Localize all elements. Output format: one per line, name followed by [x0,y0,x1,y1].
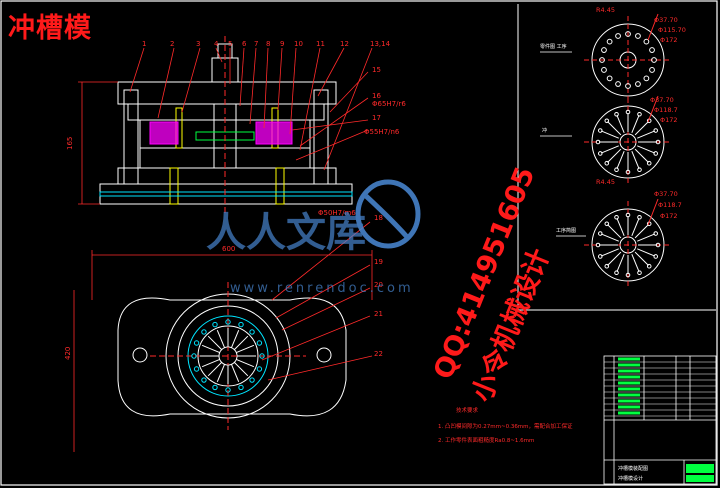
part-number: 3 [196,40,200,48]
tb-company: 冲槽模设计 [618,475,643,482]
part-number: 8 [266,40,270,48]
note-line: 1. 凸凹模间隙为0.27mm~0.36mm，需配合加工保证 [438,422,573,430]
detail-dim: Φ172 [660,36,678,44]
callout-15: 15 [372,66,381,74]
detail-dim: Φ37.70 [650,96,674,104]
detail-label-1: 零件图 工序 [540,43,567,50]
title-block [603,355,717,485]
part-number: 6 [242,40,247,48]
plan-leaders [261,221,373,381]
section-view [99,36,353,214]
fit-label-3: Φ50H7/m6 [318,209,356,217]
drawing-title: 冲槽模 [8,13,92,44]
tech-notes: 技术要求 1. 凸凹模间隙为0.27mm~0.36mm，需配合加工保证 2. 工… [438,406,573,444]
detail-dim: Φ115.70 [658,26,686,34]
detail-dim: R4.45 [596,178,615,186]
dim-width: 600 [222,245,235,253]
callout-20: 20 [374,281,383,289]
detail-dim: Φ172 [660,116,678,124]
detail-captions: 零件图 工序 冲 工序简图 [540,43,576,234]
callout-22: 22 [374,350,383,358]
part-number: 9 [280,40,284,48]
fit-label-1: Φ65H7/r6 [372,100,406,108]
watermark-logo: 人人文库 www.renrendoc.com [206,179,421,296]
part-number: 1 [142,40,146,48]
detail-dim: Φ118.7 [658,201,682,209]
callout-18: 18 [374,214,383,222]
title-block-text: 冲槽模装配图 冲槽模设计 [618,465,648,482]
leader-lines [73,47,373,452]
detail-dims: R4.45 Φ37.70 Φ115.70 Φ172 Φ37.70 Φ118.7 … [596,6,686,220]
part-number: 13,14 [370,40,391,48]
part-numbers: 1 2 3 4 5 6 7 8 9 10 11 12 13,14 15 16 1… [64,40,406,360]
fit-label-2: Φ55H7/n6 [364,128,400,136]
detail-views [584,13,672,289]
watermark-url: www.renrendoc.com [230,281,414,296]
callout-21: 21 [374,310,383,318]
part-number: 7 [254,40,258,48]
part-number: 11 [316,40,325,48]
detail-dim: Φ172 [660,212,678,220]
part-number: 10 [294,40,303,48]
detail-label-2: 冲 [542,127,547,134]
watermark-brand: 人人文库 [206,210,366,256]
dim-plan-height: 420 [64,347,72,360]
callout-17: 17 [372,114,381,122]
callout-16: 16 [372,92,381,100]
detail-dim: Φ37.70 [654,190,678,198]
callout-19: 19 [374,258,383,266]
part-number: 4 [214,40,219,48]
detail-dim: Φ37.70 [654,16,678,24]
detail-labels-leaders [540,51,586,237]
plan-view [117,282,347,430]
part-number: 5 [228,40,232,48]
part-number: 2 [170,40,174,48]
part-number: 12 [340,40,349,48]
note-line: 2. 工作零件表面粗糙度Ra0.8~1.6mm [438,436,534,444]
dim-height: 165 [66,137,74,150]
detail-dim: R4.45 [596,6,615,14]
tb-part-name: 冲槽模装配图 [618,465,648,472]
detail-label-3: 工序简图 [556,227,576,234]
detail-dim: Φ118.7 [654,106,678,114]
notes-title: 技术要求 [456,406,479,414]
